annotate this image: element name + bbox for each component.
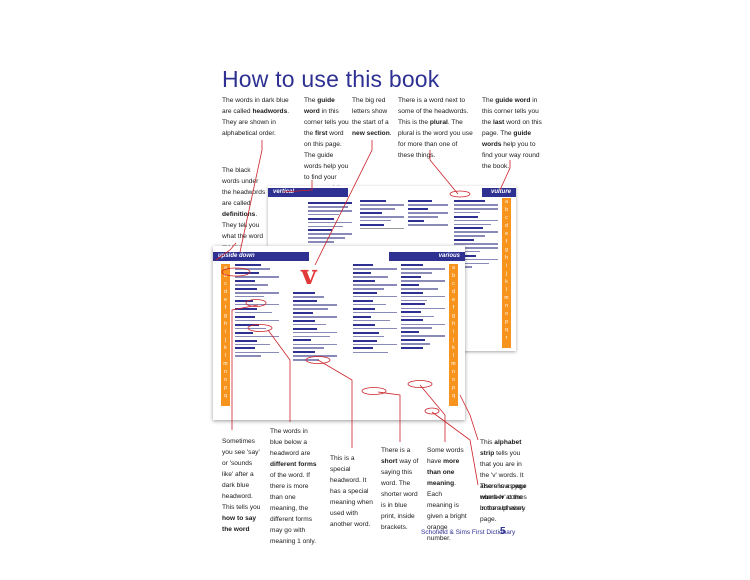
callout-red-letters bbox=[314, 140, 373, 266]
guide-word-bar-upside-down: upside down bbox=[213, 252, 309, 261]
note-say: Sometimes you see 'say' or 'sounds like'… bbox=[222, 438, 261, 533]
footer-publisher: Schofield & Sims First Dictionary bbox=[421, 529, 516, 536]
callout-definitions bbox=[215, 242, 237, 261]
note-page-number: There is a page number at the bottom of … bbox=[480, 483, 527, 523]
callout-special bbox=[317, 359, 353, 448]
callout-say bbox=[231, 304, 259, 430]
circle-meanings bbox=[407, 380, 433, 388]
circle-page-number bbox=[424, 407, 440, 415]
note-forms: The words in blue below a headword are d… bbox=[270, 428, 317, 545]
callout-plural bbox=[429, 150, 459, 195]
note-headwords: The words in dark blue are called headwo… bbox=[222, 97, 290, 137]
circle-plural bbox=[449, 190, 471, 198]
note-alphabet-strip: This alphabet strip tells you that you a… bbox=[480, 439, 527, 512]
note-special: This is a special headword. It has a spe… bbox=[330, 455, 373, 528]
circle-say bbox=[245, 299, 267, 307]
front-column-4 bbox=[401, 264, 445, 351]
back-column-2 bbox=[360, 200, 404, 231]
section-letter: v bbox=[301, 260, 317, 291]
callout-alphabet bbox=[459, 394, 479, 441]
circle-special bbox=[305, 356, 331, 364]
circle-short bbox=[361, 387, 387, 395]
note-guide-last: The guide word in this corner tells you … bbox=[482, 97, 542, 170]
front-column-1 bbox=[235, 264, 279, 359]
callout-page-number bbox=[431, 411, 479, 486]
note-meanings: Some words have more than one meaning. E… bbox=[427, 447, 467, 542]
callout-guide-last bbox=[499, 160, 511, 191]
back-column-4 bbox=[454, 200, 498, 270]
guide-word-bar-right: vulture bbox=[482, 188, 516, 197]
guide-word-bar-various: various bbox=[389, 252, 465, 261]
note-short: There is a short way of saying this word… bbox=[381, 447, 419, 531]
page-number: 5 bbox=[500, 526, 506, 537]
circle-headword bbox=[221, 267, 251, 277]
front-column-3 bbox=[353, 264, 397, 355]
callout-short bbox=[377, 391, 401, 442]
back-column-3 bbox=[408, 200, 448, 228]
circle-forms bbox=[247, 324, 273, 332]
page-title: How to use this book bbox=[222, 66, 440, 92]
callout-forms bbox=[267, 329, 291, 422]
note-red-letters: The big red letters show the start of a … bbox=[352, 97, 392, 137]
callout-guide-first bbox=[282, 180, 313, 193]
callout-meanings bbox=[419, 384, 446, 442]
callout-headwords bbox=[239, 140, 263, 253]
note-plural: There is a word next to some of the head… bbox=[398, 97, 473, 159]
